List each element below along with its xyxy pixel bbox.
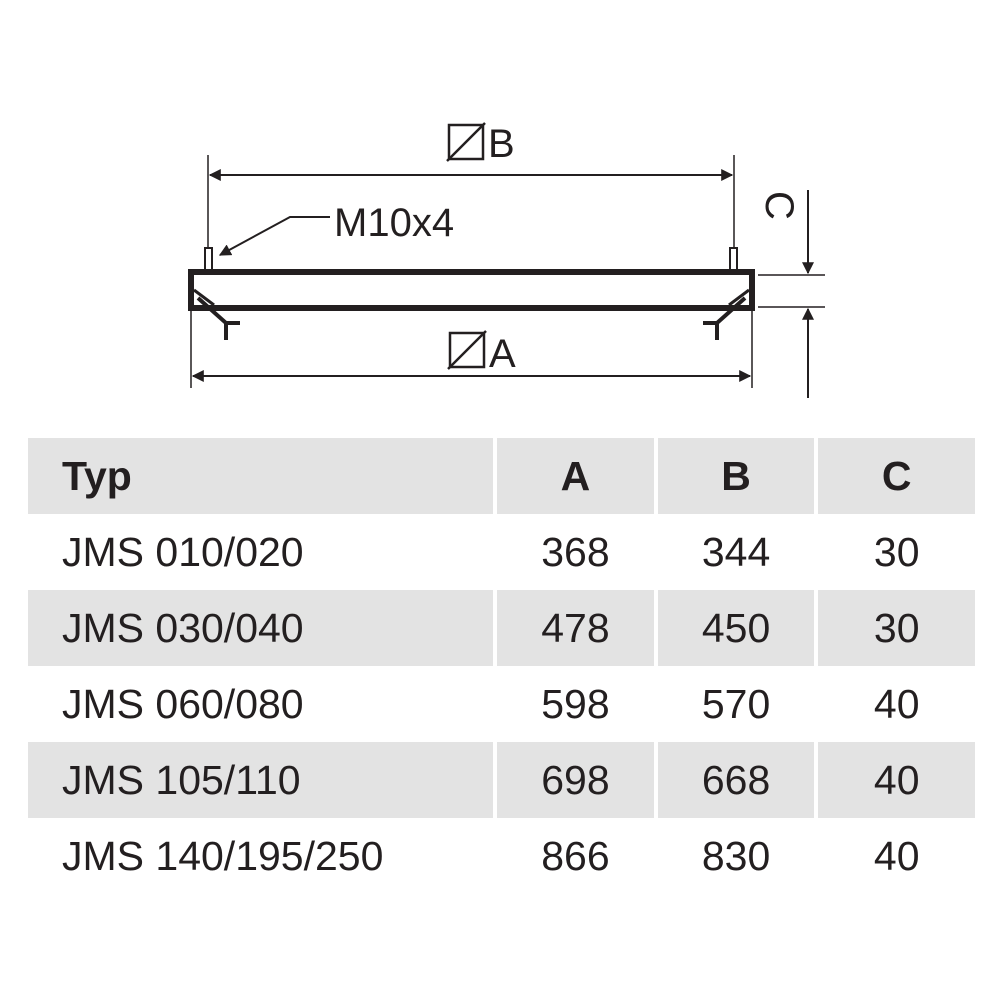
cell-typ: JMS 030/040 — [28, 590, 494, 666]
header-a: A — [497, 438, 654, 514]
spec-table: Typ A B C JMS 010/020 368 344 30 JMS 030… — [24, 438, 979, 894]
cell-typ: JMS 060/080 — [62, 680, 304, 727]
cell-b: 668 — [657, 742, 815, 818]
table-row: JMS 105/110 698 668 40 — [28, 742, 975, 818]
diameter-b-icon — [446, 122, 486, 162]
cell-c: 30 — [818, 590, 975, 666]
thread-label: M10x4 — [334, 201, 454, 245]
dimension-a: A — [190, 308, 753, 388]
cell-typ: JMS 010/020 — [62, 528, 304, 575]
technical-drawing: B M10x4 A C — [188, 122, 825, 398]
table-row: JMS 140/195/250 866 830 40 — [28, 818, 975, 894]
table-row: JMS 010/020 368 344 30 — [28, 514, 975, 590]
cell-a: 478 — [497, 590, 654, 666]
cell-typ: JMS 140/195/250 — [62, 832, 384, 879]
cell-b: 830 — [701, 832, 771, 879]
dimension-b-label: B — [488, 122, 515, 166]
header-typ: Typ — [28, 438, 494, 514]
cell-b: 344 — [701, 528, 771, 575]
cell-b: 450 — [657, 590, 815, 666]
table-row: JMS 030/040 478 450 30 — [28, 590, 975, 666]
thread-callout: M10x4 — [218, 201, 454, 256]
table-row: JMS 060/080 598 570 40 — [28, 666, 975, 742]
cell-a: 368 — [541, 528, 610, 575]
cell-c: 30 — [873, 528, 920, 575]
dimension-c: C — [757, 190, 825, 398]
dimension-a-label: A — [489, 332, 516, 376]
dimension-b: B — [207, 122, 735, 270]
cell-a: 698 — [497, 742, 654, 818]
diameter-a-icon — [447, 330, 487, 370]
stud-left — [204, 247, 213, 273]
cell-a: 598 — [541, 680, 610, 727]
cell-c: 40 — [873, 832, 920, 879]
dimension-c-label: C — [757, 191, 801, 220]
header-b: B — [657, 438, 815, 514]
cell-b: 570 — [701, 680, 771, 727]
cell-c: 40 — [873, 680, 920, 727]
header-c: C — [818, 438, 975, 514]
cell-typ: JMS 105/110 — [28, 742, 494, 818]
cell-a: 866 — [541, 832, 610, 879]
ring-frame — [188, 269, 755, 340]
table-header-row: Typ A B C — [28, 438, 975, 514]
stud-right — [729, 247, 738, 273]
cell-c: 40 — [818, 742, 975, 818]
